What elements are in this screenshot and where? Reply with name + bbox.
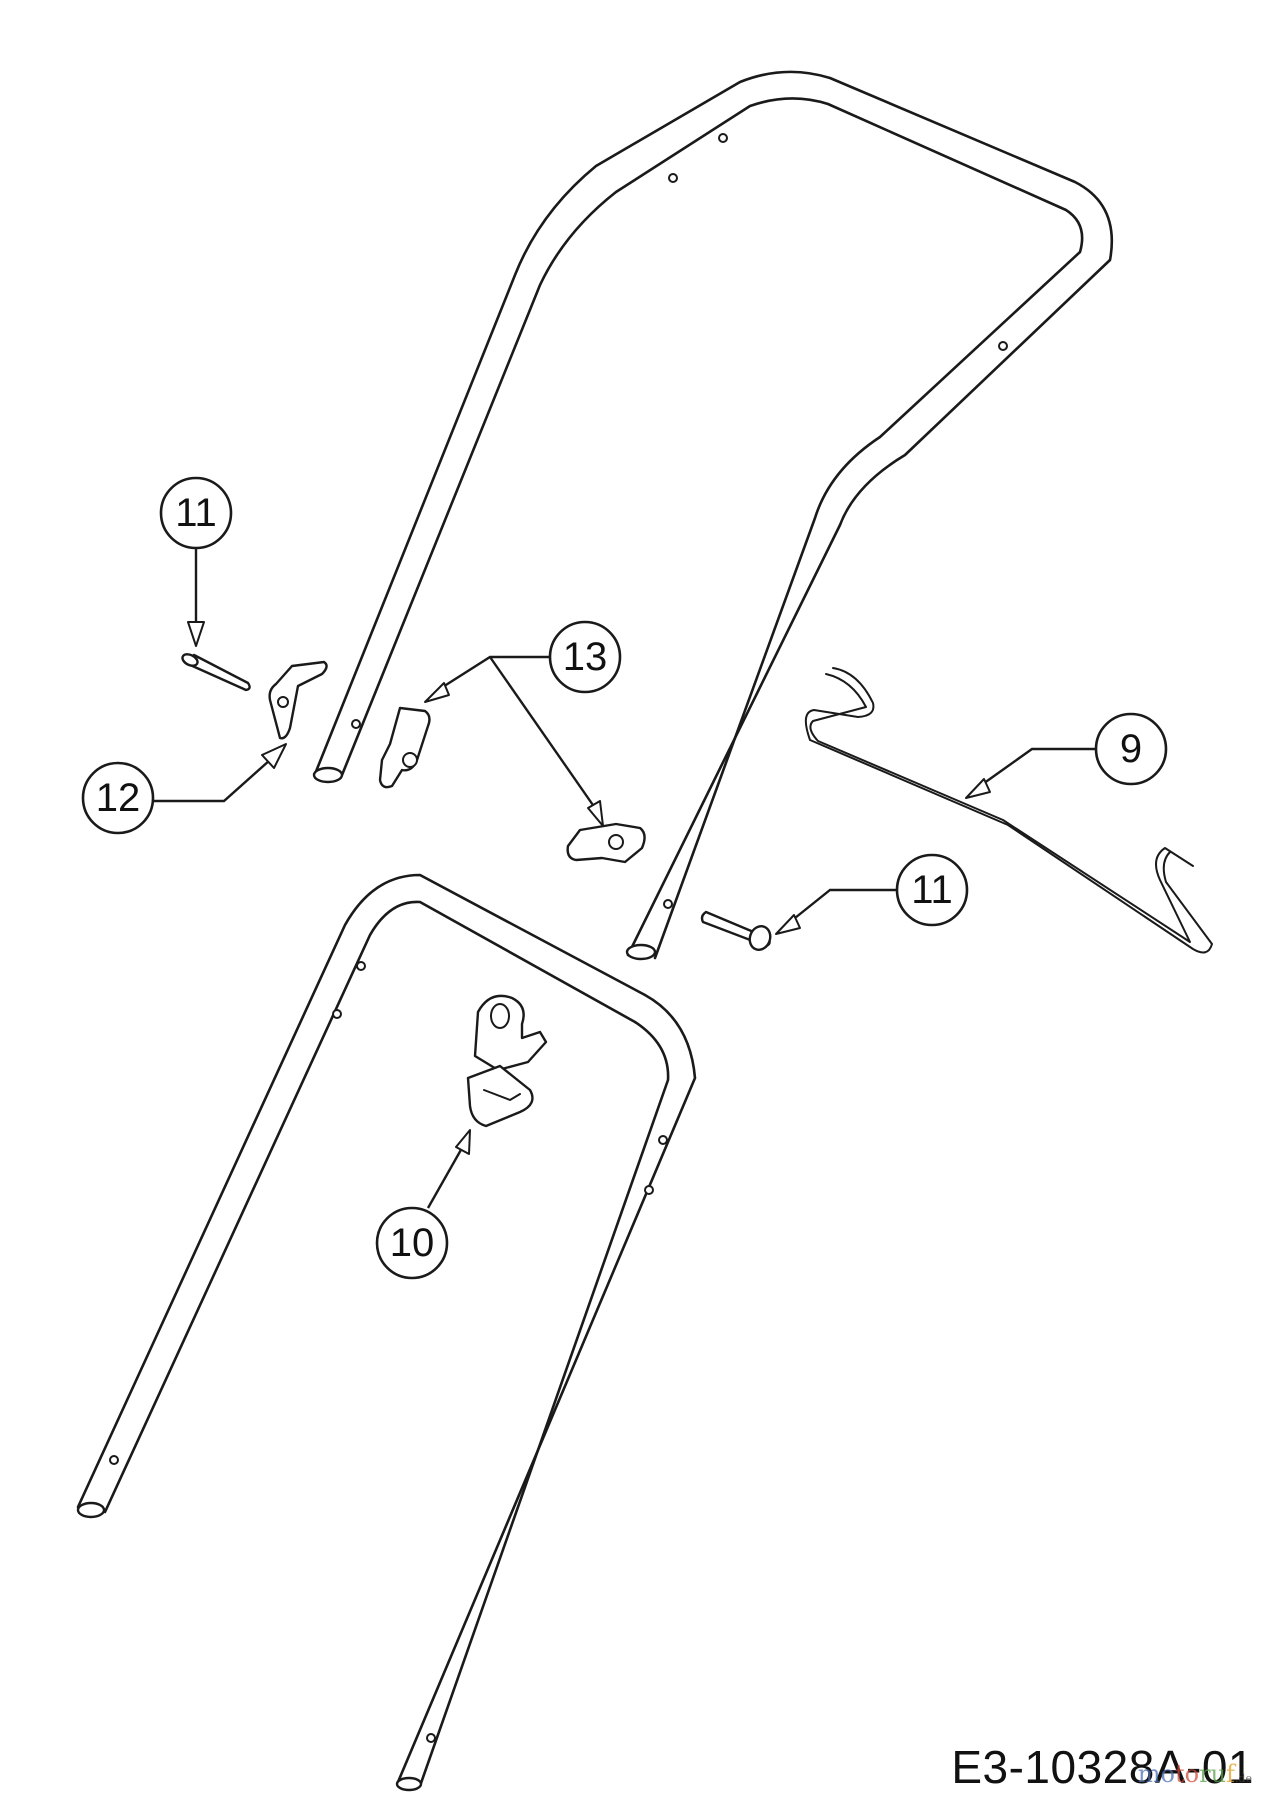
callout-label-upper-pin: 11 <box>175 491 217 535</box>
callout-label-bracket: 12 <box>96 776 141 820</box>
cable-guide-bracket <box>268 660 328 740</box>
wing-knob-lower <box>566 822 646 864</box>
lower-pin <box>700 910 772 951</box>
callout-upper-pin: 11 <box>159 476 233 647</box>
lower-handle <box>76 873 697 1792</box>
callout-label-cable-clip: 10 <box>390 1221 435 1265</box>
diagram-code: E3-10328A-01 <box>951 1741 1254 1793</box>
callout-lower-pin: 11 <box>775 853 969 935</box>
control-rod <box>804 667 1213 954</box>
upper-handle <box>312 70 1114 961</box>
watermark-logo: motoruf.de <box>1137 1760 1252 1788</box>
callout-label-wing-knobs: 13 <box>563 635 608 679</box>
upper-pin <box>181 653 251 692</box>
callout-label-cable-rod: 9 <box>1120 727 1142 771</box>
callout-cable-clip: 10 <box>375 1129 471 1280</box>
callout-wing-knobs: 13 <box>424 620 622 827</box>
wing-knob-upper <box>378 706 431 789</box>
cable-clip <box>466 994 548 1128</box>
callout-bracket: 12 <box>81 743 287 835</box>
callout-label-lower-pin: 11 <box>911 868 953 912</box>
callout-cable-rod: 9 <box>965 712 1168 799</box>
